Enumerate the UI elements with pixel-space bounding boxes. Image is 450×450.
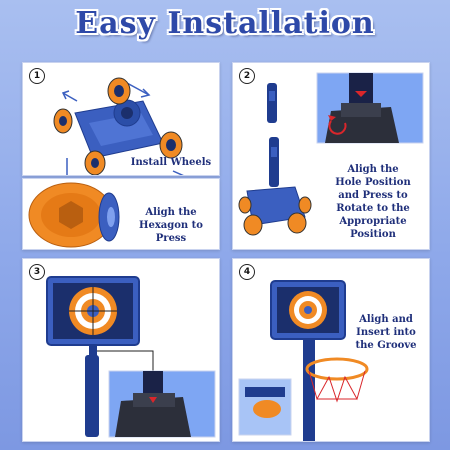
step-2-caption-line-6: Position (350, 229, 396, 240)
step-2-caption-line-5: Appropriate (339, 216, 407, 227)
step-2-caption-line-3: and Press to (338, 190, 408, 201)
step-2-caption-line-1: Aligh the (347, 164, 399, 175)
step-2-caption-line-2: Hole Position (335, 177, 411, 188)
detail-1-caption-line-1: Aligh the (145, 207, 197, 218)
hexagon-wheel-closeup (28, 182, 120, 248)
page-title: Easy Installation (75, 6, 375, 41)
step-1-number: 1 (29, 68, 45, 84)
step-4-caption-line-3: the Groove (355, 340, 417, 351)
wheel-base-illustration (53, 77, 184, 175)
hexagon-detail-panel: Aligh the Hexagon to Press (22, 178, 220, 250)
step-2-number: 2 (239, 68, 255, 84)
step-4-panel: 4 Aligh and Insert into the Groove (232, 258, 430, 442)
step-2-caption-line-4: Rotate to the (336, 203, 410, 214)
step-3-panel: 3 (22, 258, 220, 442)
basketball-hoop-illustration (238, 280, 369, 441)
step-4-caption-line-2: Insert into (356, 327, 416, 338)
step-4-number: 4 (239, 264, 255, 280)
pole-assembly-illustration (238, 72, 424, 236)
step-2-panel: 2 Aligh the Hole Position and Press to R… (232, 62, 430, 250)
target-board-illustration (46, 276, 216, 438)
step-1-panel: 1 Install Wheels (22, 62, 220, 176)
detail-1-caption-line-2: Hexagon to Press (139, 220, 203, 244)
step-1-caption: Install Wheels (130, 157, 212, 168)
step-3-number: 3 (29, 264, 45, 280)
step-4-caption-line-1: Aligh and (359, 314, 413, 325)
